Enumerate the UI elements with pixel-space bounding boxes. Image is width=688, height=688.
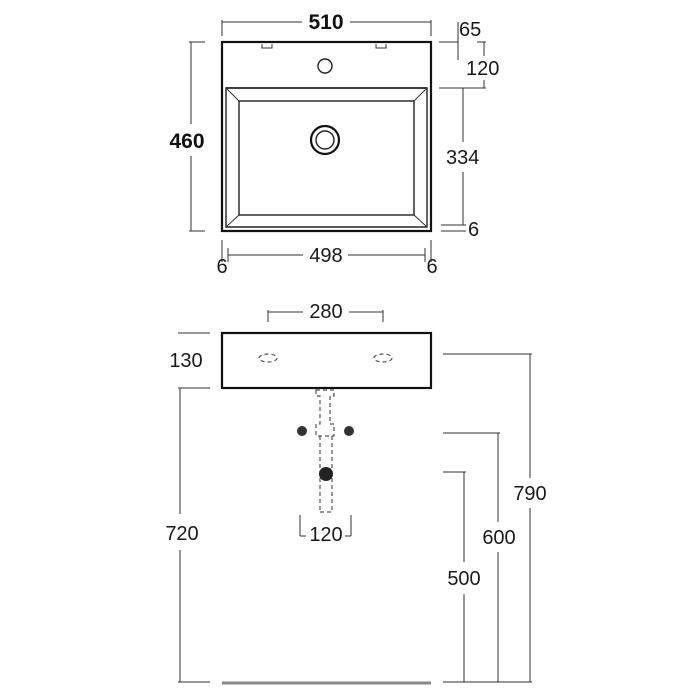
top-view: 510 460 65 120 334 6 498 6 6 (169, 11, 499, 278)
overflow-left (258, 353, 278, 363)
dim-floor-to-top: 790 (513, 483, 546, 505)
bowl-floor (238, 100, 415, 216)
dim-basin-height: 130 (169, 350, 202, 372)
dim-tap-offset: 65 (459, 19, 481, 41)
bevel-corner (225, 214, 240, 228)
overflow-notch-right (375, 44, 387, 49)
dim-height-500: 500 (447, 568, 480, 590)
bevel-corner (413, 214, 428, 228)
waste-pipe (315, 389, 335, 437)
dim-edge-left: 6 (216, 256, 227, 278)
overflow-notch-left (261, 44, 273, 49)
dim-edge-bottom: 6 (468, 219, 479, 241)
overflow-right (373, 353, 393, 363)
valve-left-icon (297, 426, 307, 436)
valve-right-icon (344, 426, 354, 436)
dim-edge-right: 6 (426, 256, 437, 278)
trap-fitting (319, 467, 333, 481)
dim-depth-overall: 460 (169, 130, 204, 153)
bevel-corner (225, 87, 240, 102)
dim-floor-to-bottom: 720 (165, 523, 198, 545)
basin-outline-top (220, 40, 433, 233)
waste-outlet-outer (309, 124, 341, 156)
front-view: 280 130 120 720 790 (165, 301, 547, 685)
dim-bowl-depth: 334 (446, 147, 479, 169)
dim-width-overall: 510 (308, 11, 343, 34)
waste-outlet-inner (315, 130, 335, 150)
dim-waste-spacing: 280 (309, 301, 342, 323)
dim-height-600: 600 (482, 527, 515, 549)
bowl-rim (225, 87, 428, 228)
dim-deck-depth: 120 (466, 58, 499, 80)
dim-trap-width: 120 (309, 524, 342, 546)
tap-hole (317, 58, 333, 74)
bevel-corner (413, 87, 428, 102)
basin-outline-front (220, 331, 433, 390)
dim-bowl-width: 498 (309, 245, 342, 267)
